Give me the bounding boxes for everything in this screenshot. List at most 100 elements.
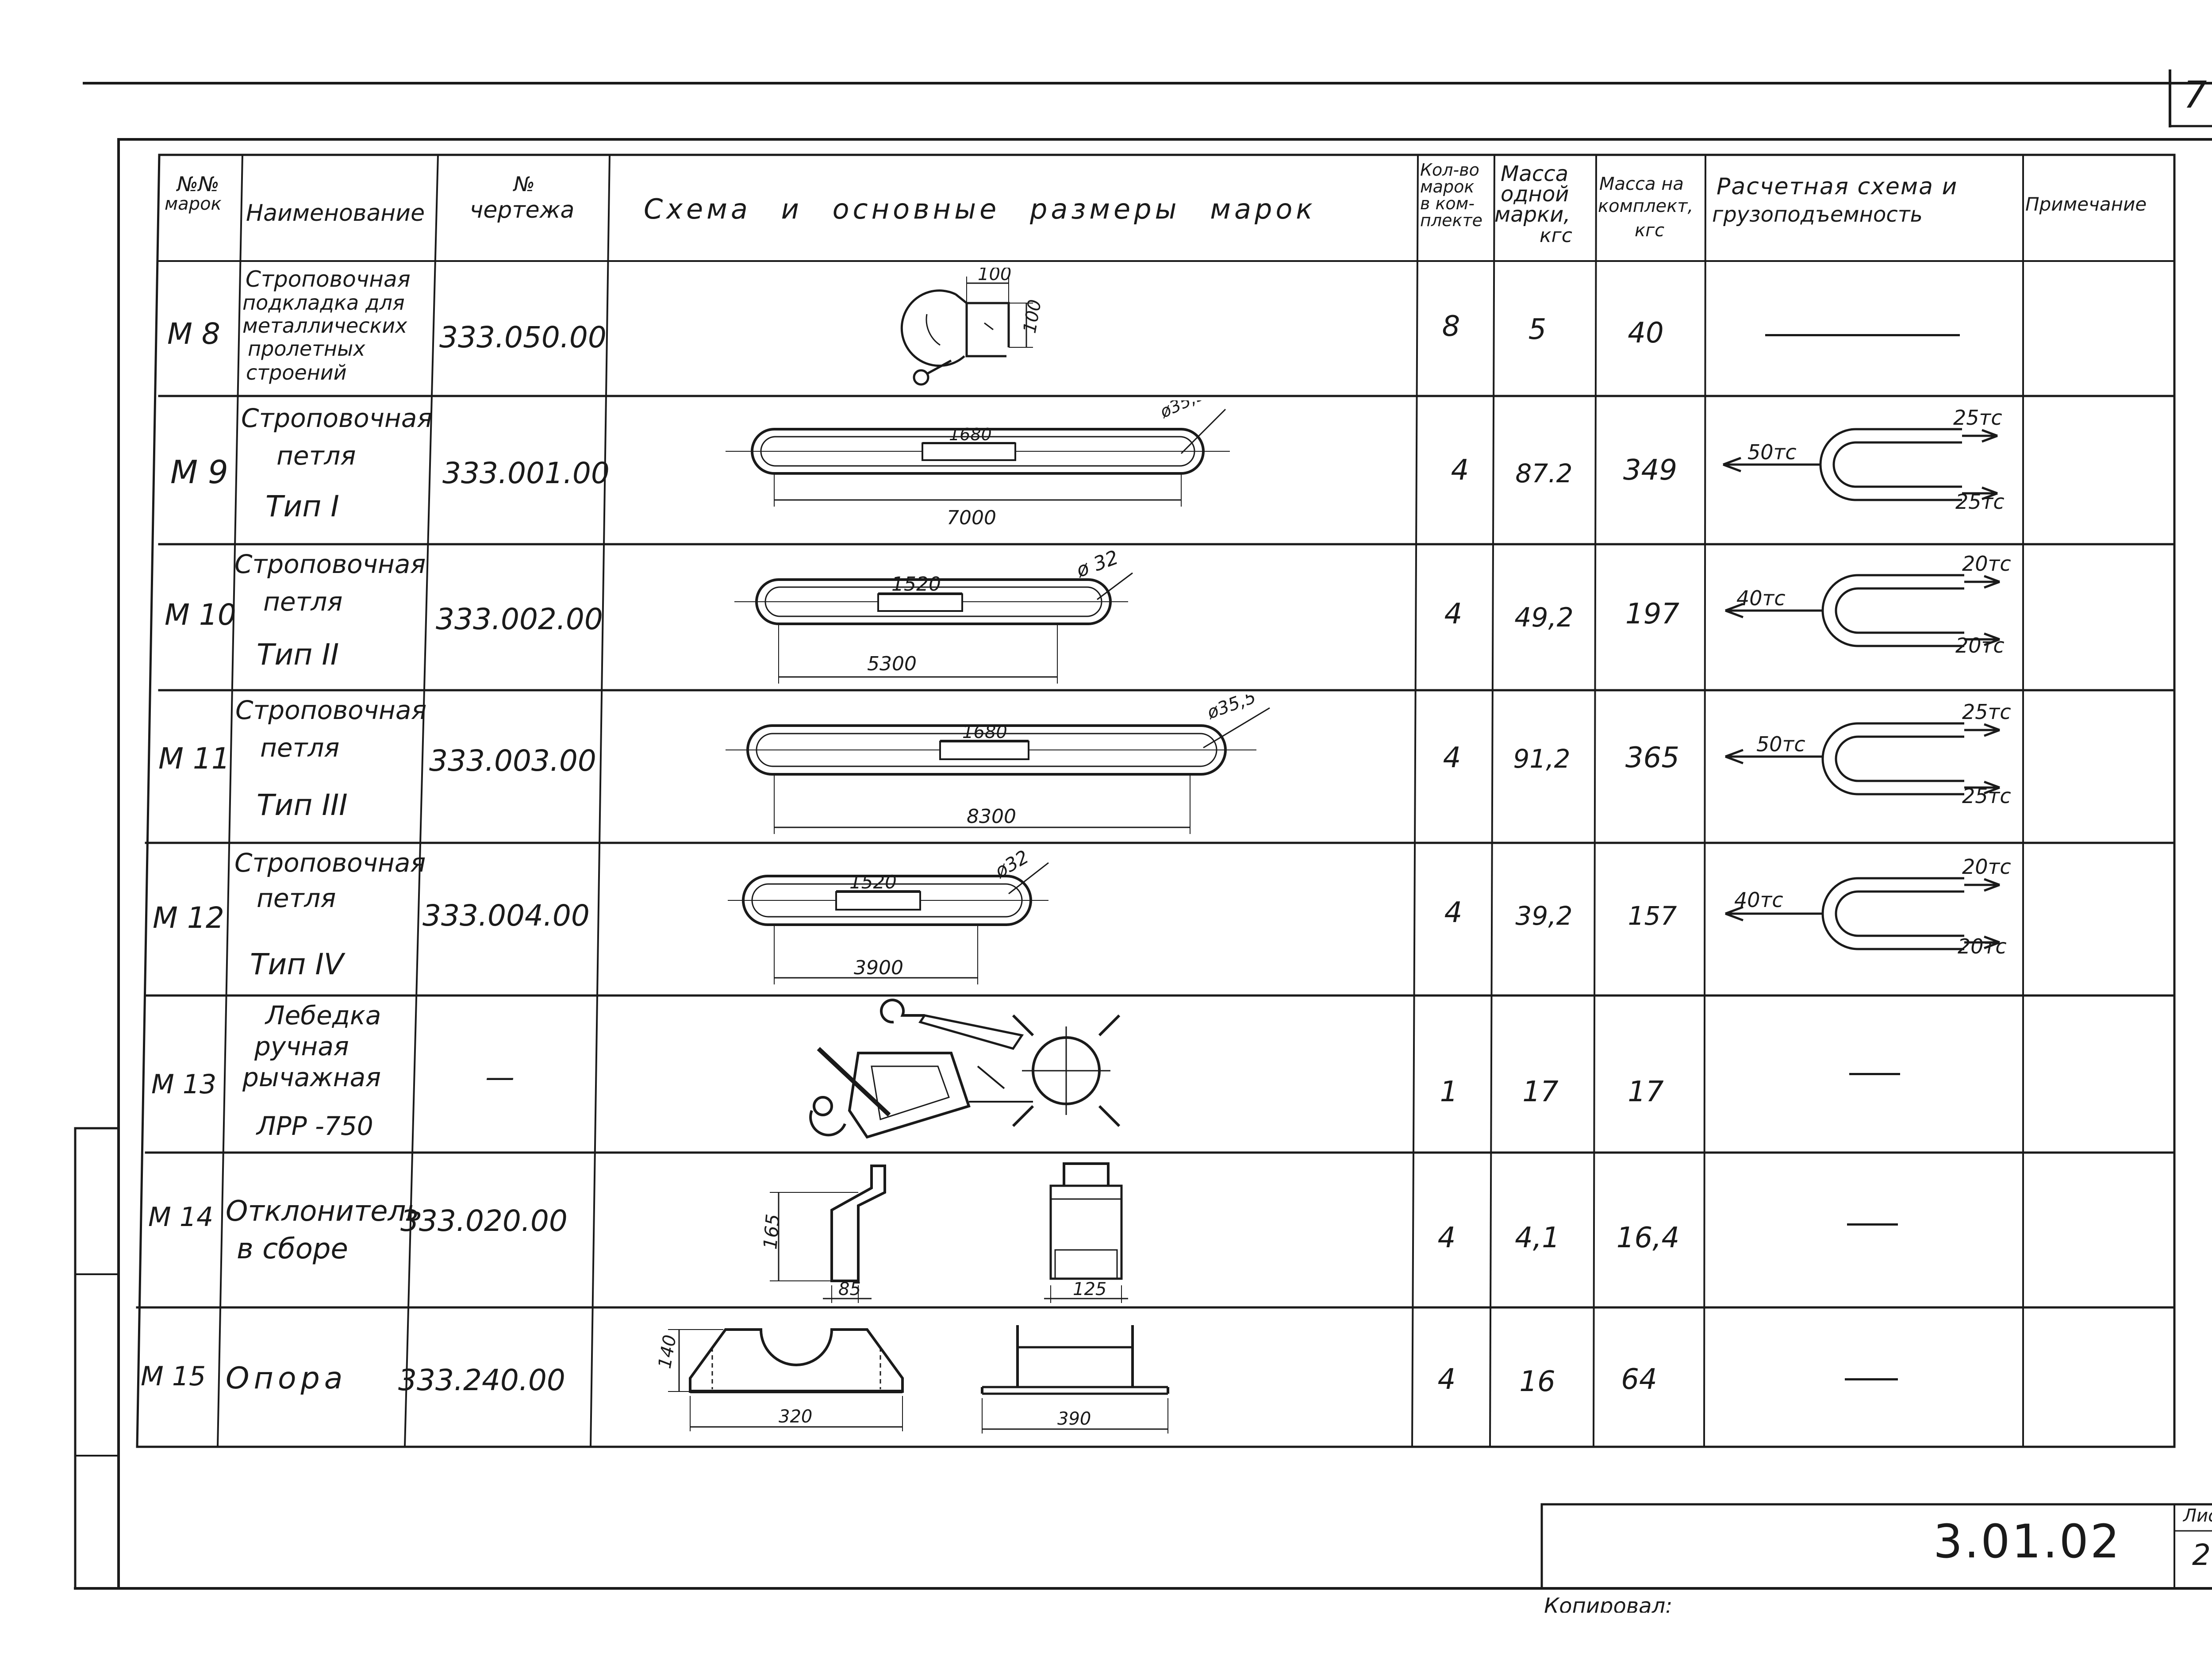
row-mass-set: 64 bbox=[1621, 1363, 1657, 1396]
dimension-height: 165 bbox=[759, 1213, 784, 1250]
force-input: 50тс bbox=[1747, 440, 1797, 464]
header-mass-set-line1: Масса на bbox=[1599, 174, 1684, 194]
force-upper: 25тс bbox=[1953, 406, 2002, 430]
dimension-diameter: ø35,5 bbox=[1156, 400, 1208, 422]
row-drawing-number: 333.050.00 bbox=[439, 320, 607, 354]
row-name-line3: рычажная bbox=[242, 1062, 381, 1092]
force-upper: 20тс bbox=[1962, 552, 2011, 576]
row-mass-one: 5 bbox=[1528, 313, 1547, 346]
header-num-line2: марок bbox=[165, 194, 222, 214]
row-name-line2: подкладка для bbox=[242, 291, 405, 315]
row-qty: 4 bbox=[1444, 598, 1463, 630]
row-name-line2: петля bbox=[260, 733, 340, 763]
row-name-line1: Строповочная bbox=[246, 266, 411, 292]
row-drawing-number: 333.020.00 bbox=[400, 1204, 568, 1238]
row-calc-dash bbox=[1849, 1073, 1900, 1075]
sheet-label: Лист bbox=[2183, 1506, 2212, 1526]
row-mass-set: 40 bbox=[1628, 317, 1664, 350]
header-qty-line4: плекте bbox=[1420, 211, 1482, 230]
row-drawing-number: — bbox=[485, 1060, 515, 1094]
row-qty: 4 bbox=[1444, 896, 1463, 929]
row-name-line3: Тип IV bbox=[250, 947, 344, 981]
row-drawing-number: 333.240.00 bbox=[398, 1363, 565, 1397]
row-drawing-number: 333.002.00 bbox=[436, 602, 603, 636]
dimension-front-width: 390 bbox=[1057, 1409, 1091, 1429]
header-qty-line2: марок bbox=[1420, 177, 1475, 196]
dimension-joint: 1520 bbox=[891, 573, 941, 596]
sling-loop-sketch: 1680 8300 ø35,5 bbox=[726, 695, 1270, 834]
header-mass-one-line2: одной bbox=[1501, 182, 1569, 207]
row-mark: М 12 bbox=[153, 901, 224, 935]
header-drawing-line1: № bbox=[514, 172, 535, 196]
row-qty: 4 bbox=[1437, 1363, 1456, 1396]
row-name-line1: Строповочная bbox=[235, 695, 427, 725]
row-mark: М 10 bbox=[165, 598, 236, 632]
corner-sheet-number: 7 bbox=[2183, 73, 2207, 116]
support-front-sketch: 390 bbox=[981, 1325, 1169, 1434]
sling-loop-sketch: 1520 5300 ø 32 bbox=[734, 546, 1133, 684]
dimension-joint: 1680 bbox=[962, 722, 1007, 742]
header-qty-line1: Кол-во bbox=[1420, 160, 1479, 180]
row-name-line3: Тип III bbox=[257, 788, 348, 822]
row-name-line2: петля bbox=[263, 587, 343, 617]
row-qty: 4 bbox=[1437, 1222, 1456, 1254]
row-name-line1: Строповочная bbox=[241, 403, 433, 433]
row-mass-one: 91,2 bbox=[1513, 744, 1571, 774]
force-input: 40тс bbox=[1734, 888, 1783, 912]
support-side-sketch: 140 320 bbox=[655, 1328, 904, 1431]
row-qty: 1 bbox=[1440, 1076, 1458, 1108]
deflector-front-sketch: 125 bbox=[1044, 1162, 1128, 1303]
row-name-line2: петля bbox=[257, 883, 336, 913]
header-drawing-line2: чертежа bbox=[469, 197, 575, 223]
row-mass-set: 365 bbox=[1625, 742, 1680, 774]
row-name-line1: Опора bbox=[226, 1361, 347, 1396]
row-mass-set: 197 bbox=[1625, 598, 1680, 630]
force-lower: 25тс bbox=[1962, 784, 2011, 808]
header-calc-line2: грузоподъемность bbox=[1712, 202, 1923, 227]
dimension-length: 3900 bbox=[854, 957, 903, 979]
row-mass-set: 17 bbox=[1628, 1076, 1664, 1108]
header-mass-set-line3: кгс bbox=[1635, 220, 1665, 241]
row-drawing-number: 333.001.00 bbox=[442, 456, 610, 490]
force-input: 40тс bbox=[1736, 586, 1786, 610]
document-code: 3.01.02 bbox=[1933, 1514, 2121, 1568]
row-name-line3: металлических bbox=[242, 314, 407, 338]
load-scheme-sketch: 40тс 20тс 20тс bbox=[1725, 855, 2011, 958]
sheet-number: 2 bbox=[2192, 1538, 2211, 1572]
row-mass-one: 17 bbox=[1522, 1076, 1559, 1108]
row-mass-one: 16 bbox=[1519, 1365, 1555, 1398]
row-mass-set: 157 bbox=[1628, 901, 1677, 931]
row-mark: М 13 bbox=[151, 1069, 217, 1100]
row-name-line3: Тип II bbox=[257, 638, 339, 672]
dimension-height: 100 bbox=[1020, 298, 1046, 335]
row-calc-dash bbox=[1847, 1223, 1898, 1226]
load-scheme-sketch: 40тс 20тс 20тс bbox=[1725, 552, 2011, 657]
header-mass-set-line2: комплект, bbox=[1598, 196, 1694, 216]
sling-loop-sketch: 1520 3900 ø32 bbox=[728, 846, 1049, 984]
support-pad-sketch: 100 100 bbox=[900, 268, 1046, 386]
header-note: Примечание bbox=[2025, 193, 2147, 215]
header-mass-one-line4: кгс bbox=[1540, 224, 1572, 247]
row-mass-one: 39,2 bbox=[1515, 901, 1573, 931]
row-mass-one: 4,1 bbox=[1515, 1222, 1560, 1254]
force-upper: 20тс bbox=[1962, 855, 2011, 879]
row-mark: М 9 bbox=[170, 454, 228, 491]
header-scheme: Схема и основные размеры марок bbox=[644, 193, 1316, 225]
row-name-line4: ЛРР -750 bbox=[257, 1111, 373, 1141]
row-qty: 4 bbox=[1451, 454, 1469, 487]
dimension-length: 8300 bbox=[967, 805, 1016, 828]
dimension-width: 100 bbox=[978, 268, 1011, 284]
header-qty-line3: в ком- bbox=[1420, 194, 1475, 213]
row-name-line2: в сборе bbox=[237, 1233, 348, 1265]
force-upper: 25тс bbox=[1962, 700, 2011, 724]
dimension-joint: 1520 bbox=[849, 871, 897, 893]
dimension-front-width: 125 bbox=[1073, 1279, 1106, 1299]
load-scheme-sketch: 50тс 25тс 25тс bbox=[1725, 700, 2011, 808]
dimension-length: 5300 bbox=[867, 653, 917, 675]
row-qty: 8 bbox=[1442, 310, 1460, 343]
row-name-line5: строений bbox=[246, 361, 347, 384]
load-scheme-sketch: 50тс 25тс 25тс bbox=[1723, 406, 2005, 514]
hand-winch-sketch bbox=[809, 999, 1121, 1139]
